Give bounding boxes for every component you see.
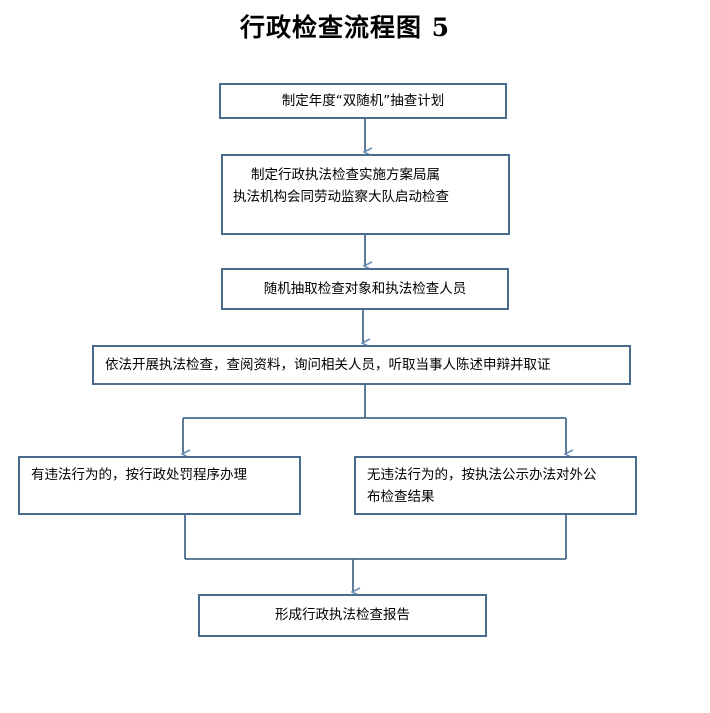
step-no-violation-text-line1: 无违法行为的，按执法公示办法对外公 (367, 467, 597, 483)
step-plan-box: 制定年度“双随机”抽查计划 (219, 83, 507, 119)
step-violation-text: 有违法行为的，按行政处罚程序办理 (31, 467, 247, 483)
step-scheme-text-line2: 执法机构会同劳动监察大队启动检查 (233, 189, 449, 205)
step-report-text: 形成行政执法检查报告 (275, 607, 410, 623)
step-violation-box: 有违法行为的，按行政处罚程序办理 (18, 456, 301, 515)
step-no-violation-box: 无违法行为的，按执法公示办法对外公 布检查结果 (354, 456, 637, 515)
step-conduct-box: 依法开展执法检查，查阅资料，询问相关人员，听取当事人陈述申辩并取证 (92, 345, 631, 385)
step-conduct-text: 依法开展执法检查，查阅资料，询问相关人员，听取当事人陈述申辩并取证 (105, 357, 551, 373)
step-no-violation-text-line2: 布检查结果 (367, 489, 435, 505)
step-report-box: 形成行政执法检查报告 (198, 594, 487, 637)
step-scheme-box: 制定行政执法检查实施方案局属 执法机构会同劳动监察大队启动检查 (221, 154, 510, 235)
step-plan-text: 制定年度“双随机”抽查计划 (281, 93, 445, 109)
step-scheme-text-line1: 制定行政执法检查实施方案局属 (251, 167, 440, 183)
step-random-select-box: 随机抽取检查对象和执法检查人员 (221, 268, 509, 310)
page-title: 行政检查流程图 5 (239, 13, 451, 42)
step-random-select-text: 随机抽取检查对象和执法检查人员 (263, 281, 467, 297)
